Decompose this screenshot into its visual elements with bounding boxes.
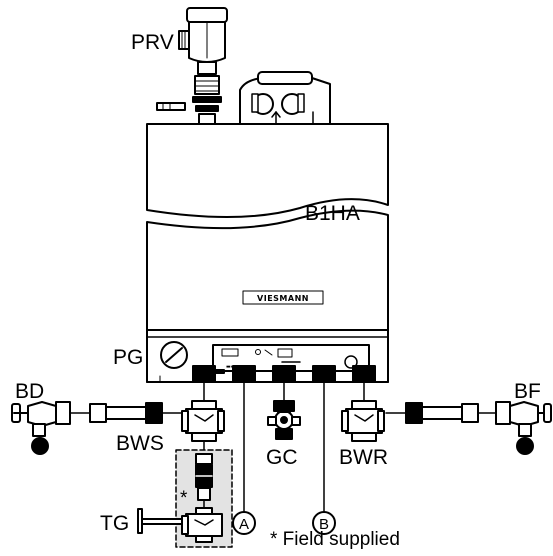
leader-lines [203,380,365,513]
fill-valve-bf [495,401,552,455]
temperature-gauge [137,508,183,534]
circle-marker-b: B [312,511,336,535]
tee-bwr [341,400,385,442]
brand-name: VIESMANN [257,294,309,303]
label-bwr: BWR [339,446,388,469]
boiler-top-connections [239,71,331,125]
label-asterisk: * [180,488,188,509]
label-gc: GC [266,446,298,469]
tee-bws [181,400,225,442]
marker-a-label: A [239,516,249,533]
gas-cock-gc [267,400,301,440]
label-tg: TG [100,512,129,535]
boiler-casing: ▬▬ ▬▬ [146,123,389,383]
field-supplied-note: * Field supplied [270,529,400,550]
union-fitting-right [405,402,479,424]
union-fitting-left [89,402,163,424]
spring-pin [156,102,186,111]
label-bf: BF [514,380,541,403]
circle-marker-a: A [232,511,256,535]
label-b1ha: B1HA [305,202,360,225]
brand-plate: VIESMANN [242,290,324,305]
drain-valve-bd [11,401,71,455]
pressure-relief-valve [178,7,228,125]
label-bws: BWS [116,432,164,455]
label-prv: PRV [131,31,174,54]
label-pg: PG [113,346,143,369]
marker-b-label: B [319,516,329,533]
pressure-gauge [160,341,188,369]
label-bd: BD [15,380,44,403]
bottom-connection-nuts [192,365,376,382]
